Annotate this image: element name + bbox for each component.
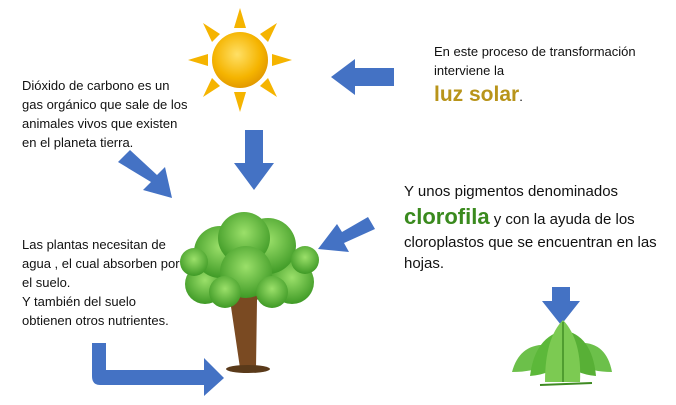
pigments-intro: Y unos pigmentos denominados	[404, 183, 619, 200]
luz-solar-label: luz solar	[434, 83, 520, 106]
arrow-sun-to-tree	[234, 130, 274, 190]
arrow-to-leaves	[542, 287, 580, 325]
arrow-co2-to-tree	[118, 150, 172, 198]
co2-text: Dióxido de carbono es un gas orgánico qu…	[22, 78, 188, 150]
intro-period: .	[519, 89, 523, 104]
pigments-rest: y con la ayuda de los cloroplastos que s…	[404, 211, 657, 272]
arrow-pigments-to-tree	[318, 217, 375, 252]
tree-icon	[180, 212, 319, 373]
leaves-icon	[512, 320, 612, 386]
pigments-text: Y unos pigmentos denominados clorofila y…	[404, 181, 674, 274]
clorofila-label: clorofila	[404, 204, 490, 229]
water-line-1: Las plantas necesitan de agua , el cual …	[22, 237, 180, 290]
sun-icon	[188, 8, 292, 112]
intro-sentence: En este proceso de transformación interv…	[434, 44, 636, 78]
arrow-from-text	[331, 59, 394, 95]
intro-text: En este proceso de transformación interv…	[434, 42, 644, 110]
water-text: Las plantas necesitan de agua , el cual …	[22, 235, 182, 330]
water-line-2: Y también del suelo obtienen otros nutri…	[22, 294, 169, 328]
arrow-soil-to-tree	[92, 343, 224, 396]
